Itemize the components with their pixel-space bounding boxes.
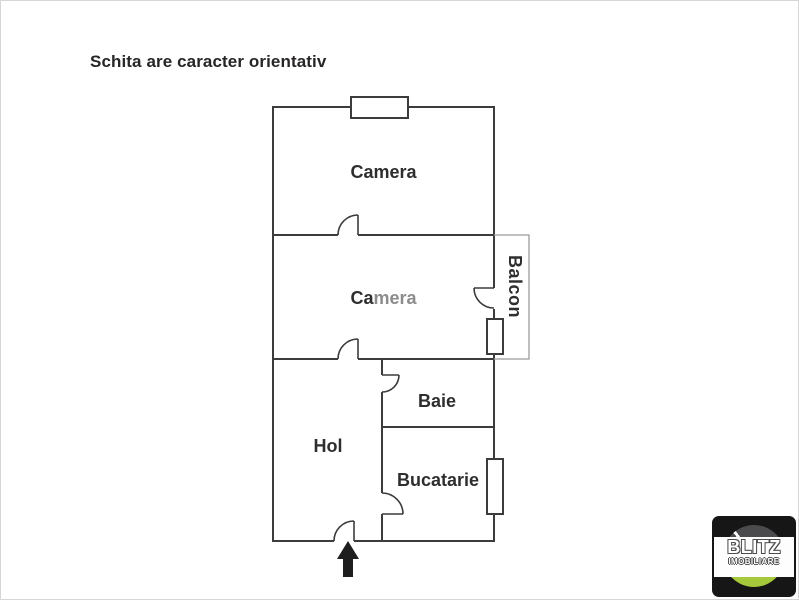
logo-text-band xyxy=(714,537,794,577)
door-camera-middle xyxy=(337,338,359,360)
doors xyxy=(333,214,495,542)
door-arc xyxy=(473,287,495,309)
door-arc xyxy=(337,214,359,236)
door-arc xyxy=(381,374,400,393)
door-baie xyxy=(381,374,400,393)
room-label-camera-middle: Camera xyxy=(273,287,494,309)
disclaimer-text: Schita are caracter orientativ xyxy=(90,52,327,71)
logo-subtitle-text: IMOBILIARE xyxy=(728,557,780,566)
room-label-bucatarie: Bucatarie xyxy=(396,470,480,490)
door-balcon xyxy=(473,287,495,309)
room-label-balcon: Balcon xyxy=(505,255,525,319)
room-label-camera-top: Camera xyxy=(350,162,417,182)
door-arc xyxy=(333,520,355,542)
room-label-hol: Hol xyxy=(313,436,343,456)
entrance-arrow-icon xyxy=(337,541,359,577)
blitz-logo: BLITZ IMOBILIARE xyxy=(712,516,796,597)
door-bucatarie xyxy=(381,492,404,515)
windows xyxy=(350,96,504,515)
room-label-baie: Baie xyxy=(417,391,457,411)
balcon-window xyxy=(486,318,504,355)
room-label-camera-middle-dark: Ca xyxy=(350,288,374,308)
balcony-outline xyxy=(494,234,530,360)
door-entrance xyxy=(333,520,355,542)
door-camera-top xyxy=(337,214,359,236)
door-arc xyxy=(381,492,404,515)
bucatarie-window xyxy=(486,458,504,515)
room-label-camera-middle-light: mera xyxy=(373,288,417,308)
camera-top-window xyxy=(350,96,409,119)
logo-brand-text: BLITZ xyxy=(727,537,781,557)
door-arc xyxy=(337,338,359,360)
